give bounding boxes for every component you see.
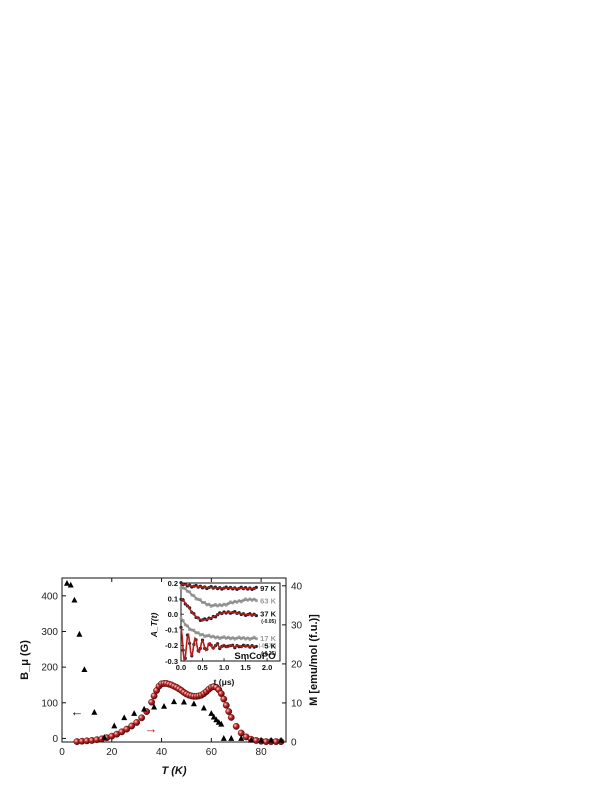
field-point xyxy=(200,704,207,711)
field-point xyxy=(67,581,74,588)
x-tick-label: 0 xyxy=(59,747,65,758)
inset-x-tick-label: 0.5 xyxy=(197,663,207,672)
inset-content: 0.0 0.5 1.0 1.5 2.0 -0.3 -0.2 -0.1 0.0 0.1 0.2 97 K… xyxy=(165,579,277,672)
field-point xyxy=(248,736,255,743)
field-point xyxy=(180,698,187,705)
inset-series-offset: (-0.25) xyxy=(261,651,276,657)
field-point xyxy=(278,736,285,743)
inset-series-label: 5 K xyxy=(264,642,276,651)
field-point xyxy=(258,736,265,743)
y-tick-label-left: 200 xyxy=(41,663,58,674)
magnetization-point xyxy=(133,719,141,726)
field-point xyxy=(208,710,215,716)
inset-series-label: 17 K xyxy=(260,634,276,643)
field-point xyxy=(220,735,227,741)
field-point xyxy=(213,716,220,723)
inset-fit-curve xyxy=(180,586,257,607)
y-tick-label-right: 40 xyxy=(291,581,303,592)
x-tick-label: 40 xyxy=(156,747,168,758)
inset-series-offset: (-0.175) xyxy=(258,643,276,649)
x-tick-label: 20 xyxy=(106,747,118,758)
field-point xyxy=(218,720,225,727)
main-plot-frame xyxy=(61,577,287,743)
inset-y-tick-label: 0.2 xyxy=(168,579,178,588)
field-point xyxy=(238,735,245,741)
left-axis-arrow: ← xyxy=(71,704,84,719)
field-point xyxy=(121,714,128,721)
inset-x-tick-label: 1.0 xyxy=(219,663,229,672)
inset-title: SmCoPO xyxy=(234,651,275,662)
y-axis-label-left: B_μ (G) xyxy=(19,640,31,680)
inset-x-tick-label: 0.0 xyxy=(176,663,186,672)
y-tick-label-left: 300 xyxy=(41,627,58,638)
field-point xyxy=(190,700,197,707)
inset-y-tick-label: -0.3 xyxy=(165,657,178,666)
inset-fit-curve xyxy=(180,627,257,662)
magnetization-point xyxy=(148,698,156,706)
inset-y-tick-label: 0.0 xyxy=(168,610,178,619)
inset-fit-curve xyxy=(180,597,257,621)
main-axes-ticks: 0 20 40 60 80 0 100 200 300 400 0 10 20 30 40 xyxy=(41,578,303,758)
magnetization-point xyxy=(128,722,136,730)
field-point xyxy=(141,705,148,712)
right-axis-arrow: → xyxy=(145,721,158,736)
magnetization-point xyxy=(220,695,228,703)
y-tick-label-right: 30 xyxy=(291,620,303,631)
field-point xyxy=(151,703,158,710)
field-point xyxy=(71,596,78,603)
magnetization-point xyxy=(232,722,240,730)
inset-x-label: t (μs) xyxy=(214,677,235,687)
field-point xyxy=(91,709,98,715)
y-tick-label-right: 20 xyxy=(291,659,303,670)
inset-x-tick-label: 1.5 xyxy=(240,663,250,672)
field-point xyxy=(63,579,70,586)
inset-y-tick-label: -0.1 xyxy=(165,626,178,635)
main-markers xyxy=(63,579,285,746)
inset-series-label: 37 K xyxy=(260,610,276,619)
inset-y-label: A_T(t) xyxy=(149,613,159,639)
inset-y-tick-label: -0.2 xyxy=(165,641,178,650)
field-point xyxy=(81,666,88,673)
inset-fit-curve xyxy=(180,583,257,590)
magnetization-point xyxy=(225,708,233,715)
field-point xyxy=(101,733,108,740)
y-tick-label-right: 10 xyxy=(291,698,303,709)
y-tick-label-right: 0 xyxy=(291,738,297,749)
y-axis-label-right: M [emu/mol (f.u.)] xyxy=(308,614,320,706)
y-tick-label-left: 0 xyxy=(52,734,58,745)
inset-series-offset: (-0.05) xyxy=(261,619,276,625)
inset-x-tick-label: 2.0 xyxy=(262,663,272,672)
field-point xyxy=(161,702,168,709)
magnetization-point xyxy=(222,701,230,709)
inset-series-label: 63 K xyxy=(260,596,276,605)
inset-series-label: 97 K xyxy=(260,584,276,593)
inset-fit-curve xyxy=(180,617,257,640)
x-tick-label: 60 xyxy=(206,747,218,758)
magnetization-point xyxy=(227,714,235,721)
field-point xyxy=(171,698,177,705)
magnetization-point xyxy=(138,714,146,722)
x-axis-label: T (K) xyxy=(161,765,186,777)
y-tick-label-left: 100 xyxy=(41,698,58,709)
y-tick-label-left: 400 xyxy=(41,591,58,602)
field-point xyxy=(131,710,138,716)
inset-y-tick-label: 0.1 xyxy=(168,594,178,603)
x-tick-label: 80 xyxy=(256,747,268,758)
field-point xyxy=(268,736,275,743)
field-point xyxy=(76,630,83,637)
field-point xyxy=(210,713,217,720)
field-point xyxy=(228,735,235,741)
field-point xyxy=(111,722,118,729)
magnetization-point xyxy=(123,725,131,733)
